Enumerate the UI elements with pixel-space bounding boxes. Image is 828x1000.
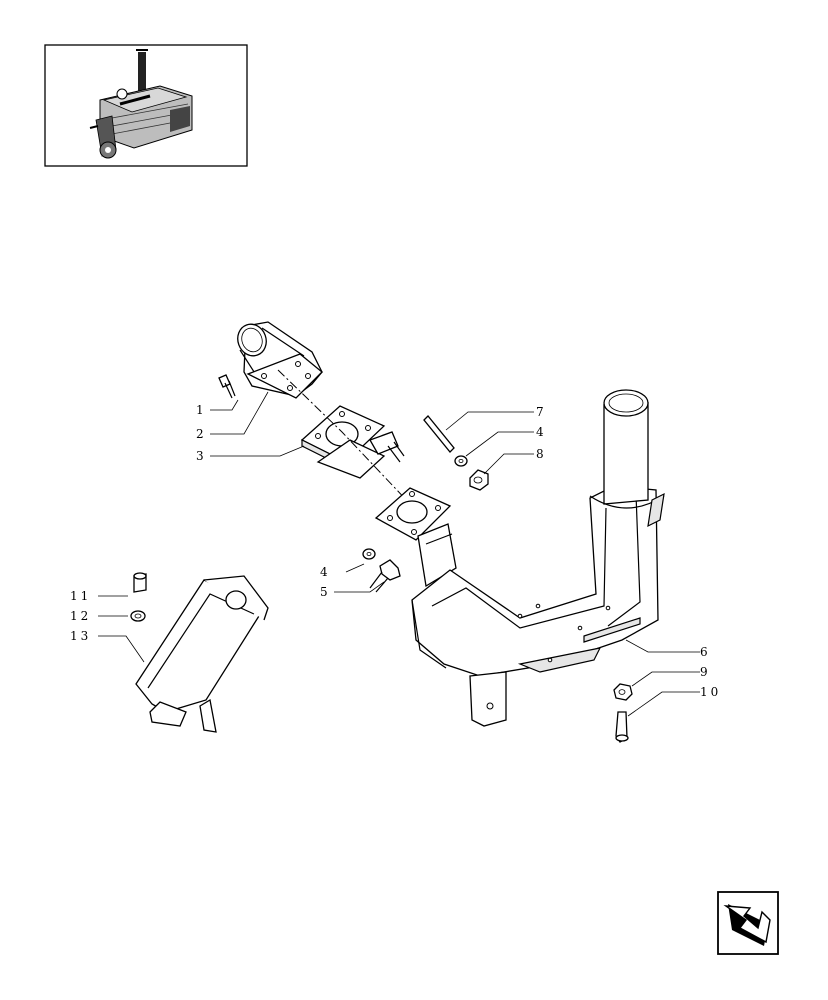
callout-7: 7: [536, 405, 547, 419]
next-page-arrow-icon[interactable]: [717, 891, 779, 955]
engine-thumbnail-icon[interactable]: [44, 44, 248, 167]
callout-4-upper: 4: [536, 425, 547, 439]
part-13-bracket: [135, 575, 269, 733]
part-7-pin: [423, 415, 455, 453]
part-2-exhaust-elbow: [237, 321, 323, 399]
callout-6: 6: [700, 645, 711, 659]
part-8-nut: [469, 469, 489, 491]
leader-lines: [98, 391, 700, 717]
part-4-washer-upper: [454, 455, 468, 467]
callout-3: 3: [196, 449, 207, 463]
part-6-exhaust-manifold: [374, 389, 665, 727]
part-10-bolt: [615, 711, 629, 743]
callout-12: 12: [70, 609, 91, 623]
part-9-nut: [613, 683, 633, 701]
part-4-washer-lower: [362, 548, 376, 560]
callout-labels: 1 2 3 4 4 5 6 7 8 9 10 11 12 13: [70, 403, 721, 699]
callout-10: 10: [700, 685, 721, 699]
callout-4-lower: 4: [320, 565, 331, 579]
callout-13: 13: [70, 629, 91, 643]
callout-2: 2: [196, 427, 207, 441]
callout-8: 8: [536, 447, 547, 461]
part-1-bolt: [218, 374, 236, 399]
part-5-bolt: [369, 559, 401, 593]
part-3-flange-gasket: [300, 405, 405, 479]
part-11-bolt: [133, 572, 147, 593]
callout-9: 9: [700, 665, 711, 679]
callout-5: 5: [320, 585, 331, 599]
callout-11: 11: [70, 589, 91, 603]
callout-1: 1: [196, 403, 207, 417]
part-12-washer: [130, 610, 146, 622]
assembly-center-line: [277, 369, 413, 507]
